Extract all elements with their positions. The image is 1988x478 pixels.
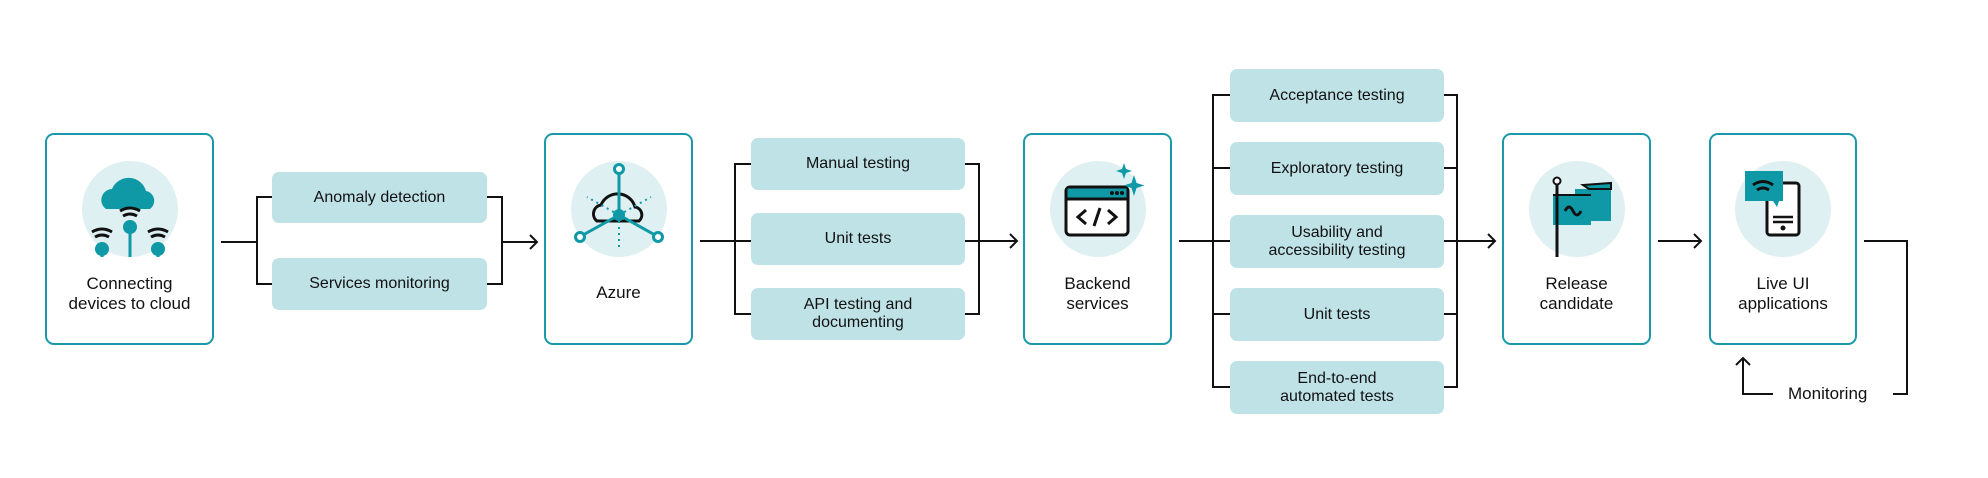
bracket-right xyxy=(487,196,503,285)
flag-icon xyxy=(1528,161,1625,257)
bracket-left xyxy=(734,163,751,315)
step-unit-tests: Unit tests xyxy=(751,213,965,265)
arrowhead xyxy=(1735,356,1751,366)
step-acceptance-testing: Acceptance testing xyxy=(1230,69,1444,122)
node-azure: Azure xyxy=(544,133,693,345)
bracket-left xyxy=(256,196,272,285)
mobile-chat-icon xyxy=(1735,161,1831,257)
feedback-line xyxy=(1742,358,1773,395)
arrowhead xyxy=(1693,233,1703,249)
step-anomaly-detection: Anomaly detection xyxy=(272,172,487,223)
step-unit-tests-2: Unit tests xyxy=(1230,288,1444,341)
bracket-left xyxy=(1212,94,1230,388)
feedback-line xyxy=(1864,240,1908,395)
cloud-network-icon xyxy=(570,161,667,257)
step-exploratory-testing: Exploratory testing xyxy=(1230,142,1444,195)
arrowhead xyxy=(1009,233,1019,249)
step-services-monitoring: Services monitoring xyxy=(272,258,487,310)
cloud-iot-icon xyxy=(81,161,178,257)
arrowhead xyxy=(1487,233,1497,249)
step-manual-testing: Manual testing xyxy=(751,138,965,190)
node-label: Azure xyxy=(596,283,641,302)
bracket-right xyxy=(965,163,980,315)
monitoring-feedback-label: Monitoring xyxy=(1788,384,1868,403)
arrowhead xyxy=(529,234,539,250)
code-window-icon xyxy=(1049,161,1146,257)
